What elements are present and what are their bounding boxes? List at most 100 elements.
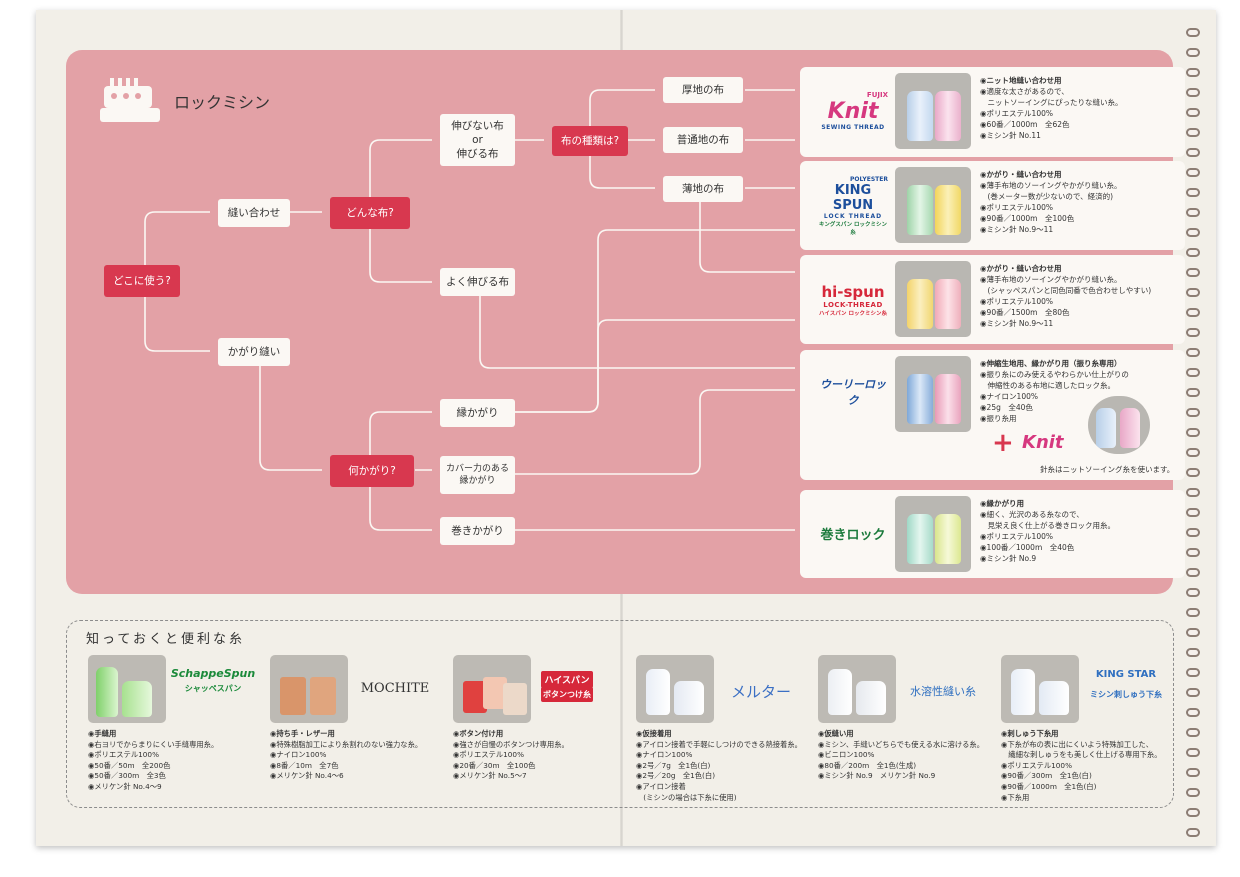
binding-ring: [1186, 268, 1200, 277]
section-header: ロックミシン: [100, 76, 270, 126]
product-description: ◉かがり・縫い合わせ用 ◉薄手布地のソーイングやかがり縫い糸。 (巻メーター数が…: [980, 170, 1122, 234]
product-card-hi-spun: hi-spun LOCK-THREAD ハイスパン ロックミシン糸 ◉かがり・縫…: [800, 255, 1185, 344]
node-thick-fabric: 厚地の布: [663, 77, 743, 103]
product-card-king-spun: POLYESTER KING SPUN LOCK THREAD キングスパン ロ…: [800, 161, 1185, 250]
logo-hi-spun: ハイスパン: [541, 671, 593, 688]
logo-king-star: KING STAR: [1095, 669, 1157, 680]
binding-ring: [1186, 628, 1200, 637]
product-logo-knit: Knit: [827, 99, 879, 124]
node-normal-fabric: 普通地の布: [663, 127, 743, 153]
product-description: ◉伸縮生地用、縁かがり用（振り糸専用） ◉振り糸にのみ使えるやわらかい仕上がりの…: [980, 359, 1129, 423]
binding-ring: [1186, 468, 1200, 477]
binding-ring: [1186, 808, 1200, 817]
binding-ring: [1186, 728, 1200, 737]
node-what-overlock: 何かがり?: [330, 455, 414, 487]
binding-ring: [1186, 548, 1200, 557]
binding-ring: [1186, 528, 1200, 537]
logo-schappe-spun: SchappeSpun: [170, 667, 256, 680]
binding-ring: [1186, 348, 1200, 357]
binding-ring: [1186, 608, 1200, 617]
product-card-knit: FUJIX Knit SEWING THREAD ◉ニット地縫い合わせ用 ◉適度…: [800, 67, 1185, 157]
binding-ring: [1186, 828, 1200, 837]
node-edge-overlock: 縁かがり: [440, 399, 515, 427]
product-description: ◉かがり・縫い合わせ用 ◉薄手布地のソーイングやかがり縫い糸。 (シャッペスパン…: [980, 264, 1152, 328]
plus-needle-thread-box: [975, 430, 1185, 478]
binding-ring: [1186, 88, 1200, 97]
binding-ring: [1186, 648, 1200, 657]
binding-ring: [1186, 168, 1200, 177]
thread-cones-photo: [895, 356, 971, 432]
binding-ring: [1186, 328, 1200, 337]
brand-tag: FUJIX: [866, 91, 888, 99]
node-thin-fabric: 薄地の布: [663, 176, 743, 202]
item-description: ◉刺しゅう下糸用 ◉下糸が布の表に出にくいよう特殊加工した、 繊細な刺しゅうをも…: [1001, 729, 1162, 802]
logo-japanese: キングスパン ロックミシン糸: [818, 222, 888, 236]
logo-japanese: ボタンつけ糸: [541, 687, 593, 702]
thread-cones-photo: [895, 167, 971, 243]
logo-water-soluble: 水溶性縫い糸: [910, 685, 976, 698]
thread-photo: [818, 655, 896, 723]
node-stiff-or-stretch: 伸びない布 or 伸びる布: [440, 114, 515, 166]
binding-ring: [1186, 108, 1200, 117]
plus-icon: +: [992, 428, 1014, 458]
node-fabric-type: 布の種類は?: [552, 126, 628, 156]
needle-thread-note: 針糸はニットソーイング糸を使います。: [1040, 465, 1175, 474]
binding-ring: [1186, 748, 1200, 757]
binding-ring: [1186, 448, 1200, 457]
binding-ring: [1186, 588, 1200, 597]
binding-ring: [1186, 188, 1200, 197]
item-description: ◉ボタン付け用 ◉強さが自慢のボタンつけ専用糸。 ◉ポリエステル100% ◉20…: [453, 729, 569, 781]
serger-machine-icon: [100, 78, 160, 122]
logo-subtitle: SEWING THREAD: [821, 124, 885, 131]
binding-ring: [1186, 148, 1200, 157]
useful-threads-box: [66, 620, 1174, 808]
binding-ring: [1186, 288, 1200, 297]
plus-logo-knit: Knit: [1022, 432, 1064, 453]
logo-japanese: ミシン刺しゅう下糸: [1090, 690, 1162, 699]
logo-subtitle: LOCK THREAD: [823, 213, 883, 220]
binding-ring: [1186, 668, 1200, 677]
thread-photo: [636, 655, 714, 723]
item-description: ◉手縫用 ◉右ヨリでからまりにくい手縫専用糸。 ◉ポリエステル100% ◉50番…: [88, 729, 219, 791]
binding-ring: [1186, 708, 1200, 717]
binding-ring: [1186, 228, 1200, 237]
node-rolled-hem: 巻きかがり: [440, 517, 515, 545]
thread-cones-photo: [895, 73, 971, 149]
thread-cones-photo: [895, 261, 971, 337]
logo-subtitle: LOCK-THREAD: [823, 301, 883, 309]
binding-ring: [1186, 248, 1200, 257]
useful-threads-title: 知っておくと便利な糸: [86, 632, 245, 647]
binding-ring: [1186, 48, 1200, 57]
binding-ring: [1186, 308, 1200, 317]
binding-ring: [1186, 428, 1200, 437]
logo-japanese: ハイスパン ロックミシン糸: [819, 311, 887, 317]
product-logo-woolly-lock: ウーリーロック: [820, 378, 886, 407]
logo-mochite: MOCHITE: [360, 681, 430, 696]
binding-ring: [1186, 68, 1200, 77]
product-card-maki-lock: 巻きロック ◉縁かがり用 ◉細く、光沢のある糸なので、 見栄え良く仕上がる巻きロ…: [800, 490, 1185, 578]
product-logo-king-spun: KING SPUN: [832, 183, 874, 213]
logo-melter: メルター: [730, 683, 791, 701]
node-cover-edge-overlock: カバー力のある 縁かがり: [440, 456, 515, 494]
item-description: ◉持ち手・レザー用 ◉特殊樹脂加工により糸割れのない強力な糸。 ◉ナイロン100…: [270, 729, 423, 781]
item-description: ◉仮接着用 ◉アイロン接着で手軽にしつけのできる熱接着糸。 ◉ナイロン100% …: [636, 729, 802, 802]
binding-ring: [1186, 768, 1200, 777]
node-overlock: かがり縫い: [218, 338, 290, 366]
item-description: ◉仮縫い用 ◉ミシン、手縫いどちらでも使える水に溶ける糸。 ◉ビニロン100% …: [818, 729, 985, 781]
product-logo-hi-spun: hi-spun: [821, 283, 885, 301]
page-title: ロックミシン: [174, 93, 271, 112]
thread-cones-photo: [895, 496, 971, 572]
binding-ring: [1186, 488, 1200, 497]
product-description: ◉ニット地縫い合わせ用 ◉適度な太さがあるので、 ニットソーイングにぴったりな縫…: [980, 76, 1123, 140]
thread-photo: [453, 655, 531, 723]
binding-ring: [1186, 688, 1200, 697]
binding-ring: [1186, 508, 1200, 517]
binding-ring: [1186, 208, 1200, 217]
node-very-stretchy: よく伸びる布: [440, 268, 515, 296]
binding-ring: [1186, 128, 1200, 137]
thread-photo: [1001, 655, 1079, 723]
binding-ring: [1186, 388, 1200, 397]
product-logo-maki-lock: 巻きロック: [820, 527, 886, 543]
node-where-to-use: どこに使う?: [104, 265, 180, 297]
